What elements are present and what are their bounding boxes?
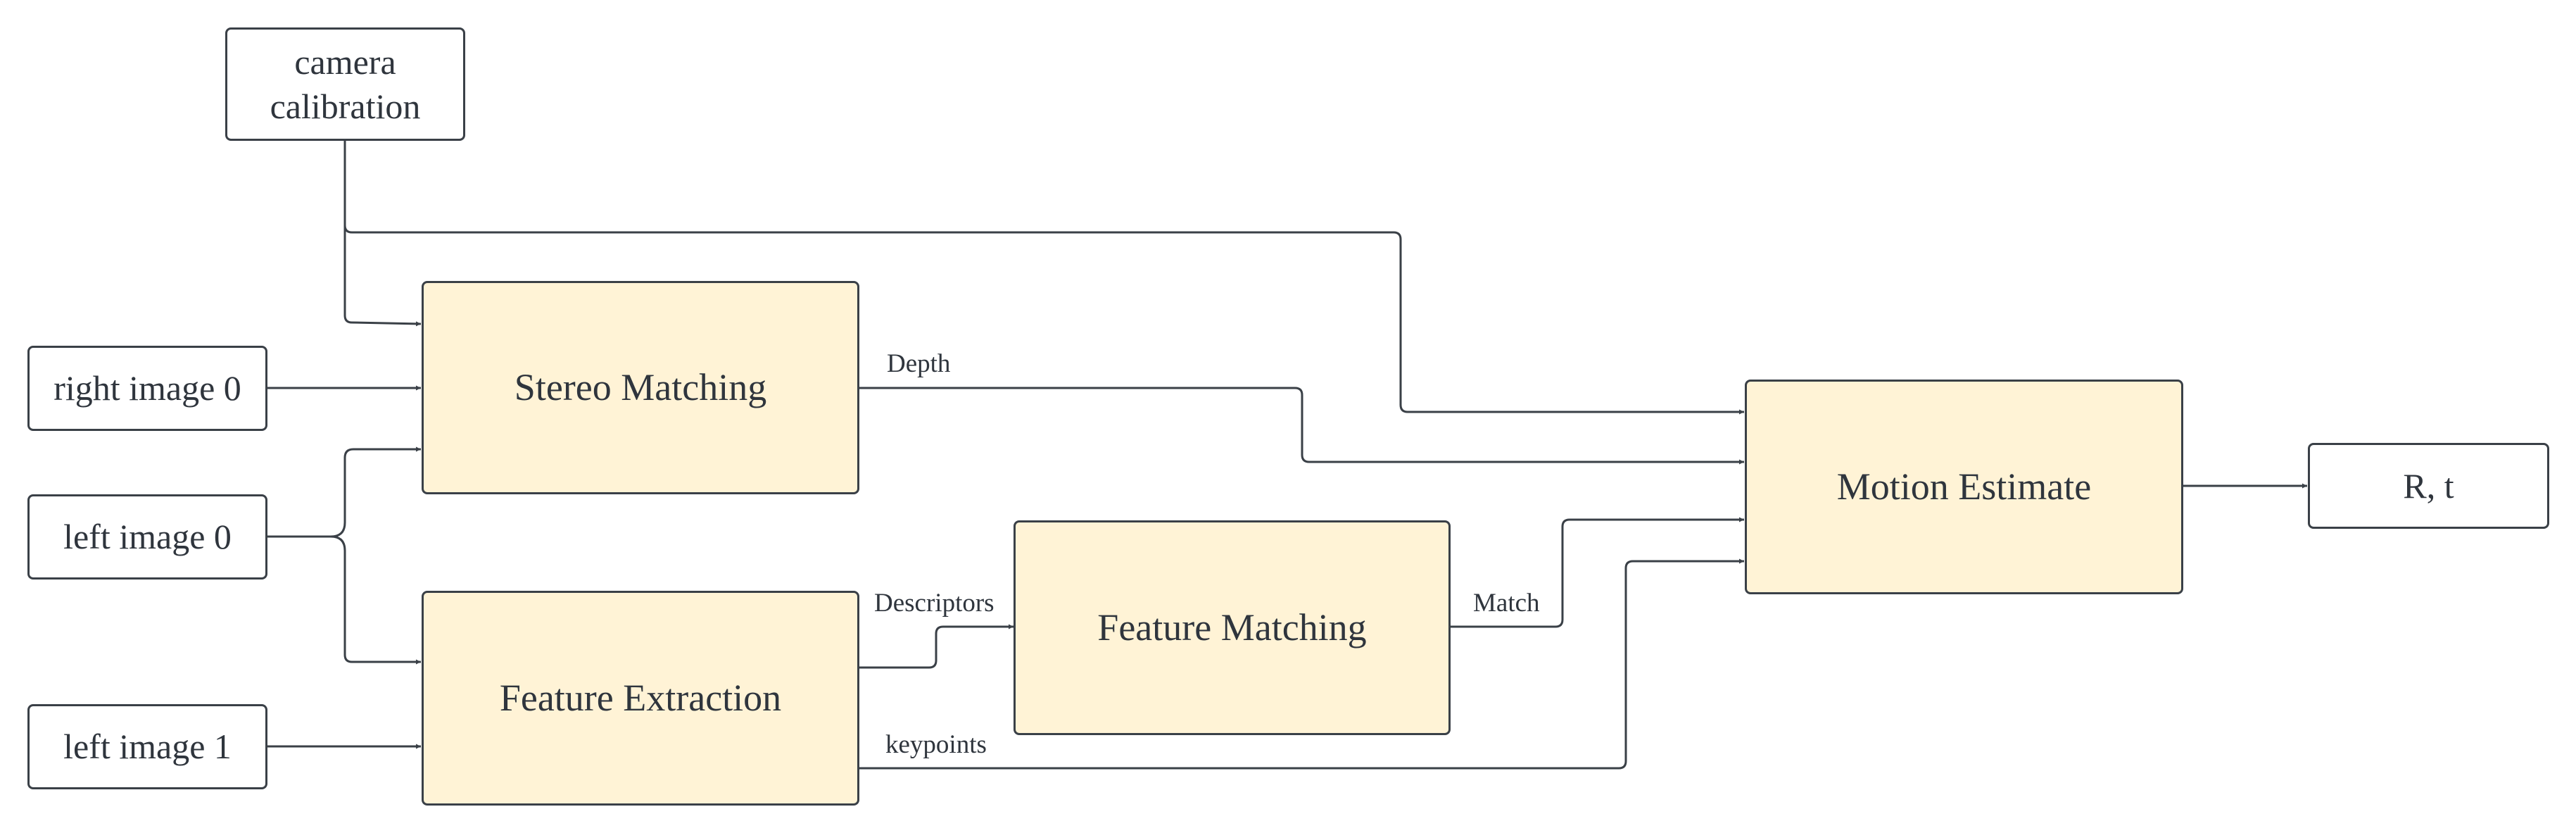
edge-left0-to-extraction	[330, 535, 421, 665]
node-feature-extraction-label: Feature Extraction	[499, 676, 782, 719]
edge-depth-to-motion	[858, 387, 1744, 465]
node-right-image-0[interactable]: right image 0	[27, 346, 267, 431]
edge-label-keypoints: keypoints	[885, 730, 987, 759]
edge-keypoints-to-motion	[858, 558, 1744, 770]
node-output-r-t-label: R, t	[2403, 465, 2454, 506]
node-feature-matching-label: Feature Matching	[1097, 606, 1367, 649]
node-left-image-1[interactable]: left image 1	[27, 704, 267, 789]
edge-left0-to-stereo	[266, 446, 421, 538]
node-feature-extraction[interactable]: Feature Extraction	[422, 591, 859, 806]
node-camera-calibration-line2: calibration	[270, 86, 421, 126]
node-left-image-0[interactable]: left image 0	[27, 494, 267, 580]
edge-label-depth: Depth	[887, 349, 951, 378]
edge-label-match: Match	[1473, 589, 1540, 618]
node-motion-estimate[interactable]: Motion Estimate	[1745, 380, 2183, 594]
edge-descriptors-to-matching	[858, 624, 1014, 669]
edge-calibration-to-motion	[343, 225, 1744, 415]
edge-match-to-motion	[1449, 517, 1744, 628]
node-motion-estimate-label: Motion Estimate	[1836, 465, 2092, 508]
node-right-image-0-label: right image 0	[53, 368, 241, 408]
node-output-r-t[interactable]: R, t	[2308, 443, 2549, 529]
node-left-image-1-label: left image 1	[63, 727, 232, 767]
node-left-image-0-label: left image 0	[63, 517, 232, 557]
node-feature-matching[interactable]: Feature Matching	[1014, 520, 1451, 735]
node-stereo-matching-label: Stereo Matching	[514, 365, 767, 408]
node-camera-calibration[interactable]: camera calibration	[225, 27, 465, 141]
node-camera-calibration-line1: camera	[294, 42, 396, 82]
node-stereo-matching[interactable]: Stereo Matching	[422, 281, 859, 494]
edge-calibration-to-stereo	[343, 141, 422, 327]
edge-label-descriptors: Descriptors	[874, 589, 995, 618]
